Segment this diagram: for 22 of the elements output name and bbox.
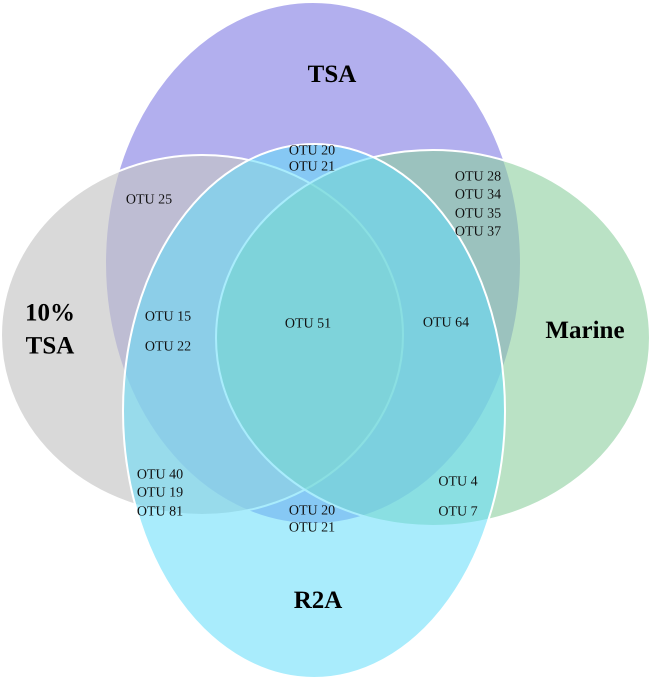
- otu-label: OTU 7: [438, 504, 478, 520]
- otu-label: OTU 37: [454, 224, 502, 240]
- set-title: 10% TSA: [24, 298, 76, 361]
- otu-label: OTU 21: [288, 520, 336, 536]
- otu-label: OTU 51: [284, 316, 332, 332]
- otu-label: OTU 40: [136, 467, 184, 483]
- otu-label: OTU 28: [454, 169, 502, 185]
- otu-label: OTU 22: [144, 339, 192, 355]
- otu-label: OTU 21: [288, 159, 336, 175]
- otu-label: OTU 20: [288, 503, 336, 519]
- otu-label: OTU 81: [136, 504, 184, 520]
- otu-label: OTU 20: [288, 143, 336, 159]
- otu-label: OTU 64: [422, 315, 470, 331]
- otu-label: OTU 25: [126, 192, 172, 208]
- otu-label: OTU 35: [454, 206, 502, 222]
- otu-label: OTU 19: [136, 485, 184, 501]
- set-title: Marine: [544, 316, 626, 346]
- otu-label: OTU 4: [438, 474, 478, 490]
- otu-label: OTU 34: [454, 187, 502, 203]
- otu-label: OTU 15: [144, 309, 192, 325]
- set-title: TSA: [306, 60, 358, 90]
- set-title: R2A: [292, 586, 344, 616]
